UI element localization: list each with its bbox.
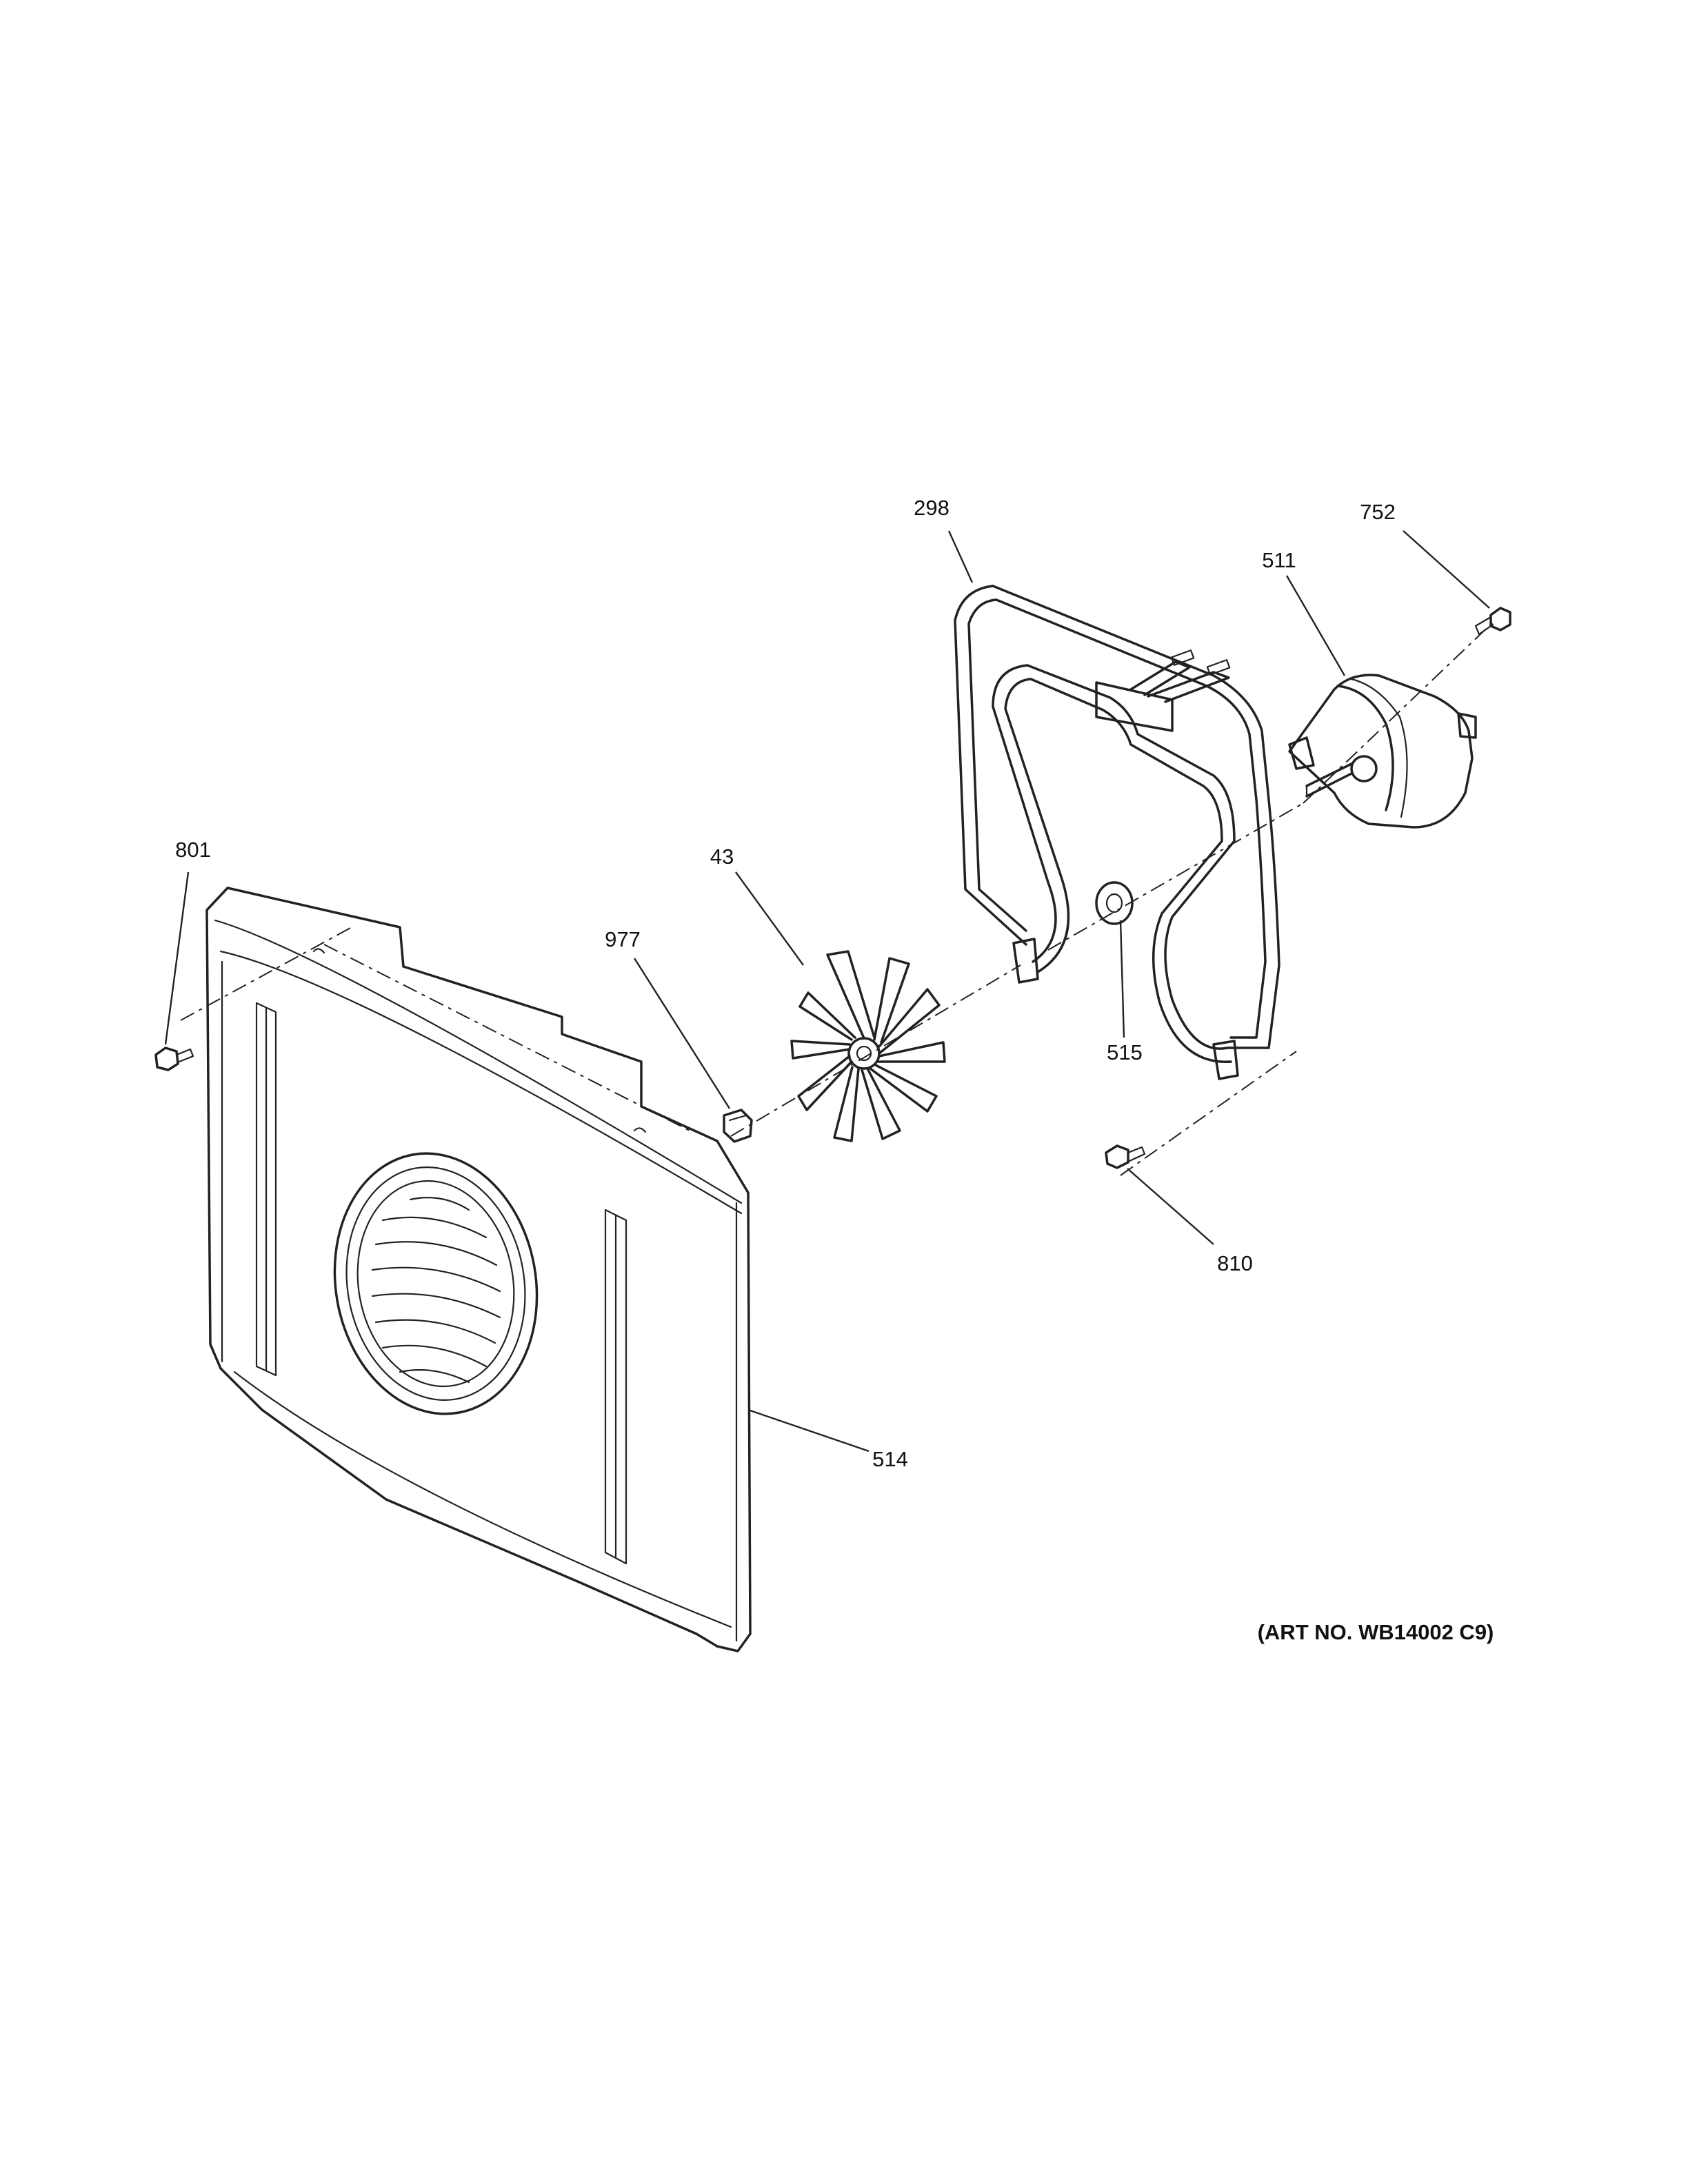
callout-298: 298 [914,496,950,520]
art-number: (ART NO. WB14002 C9) [1258,1620,1494,1644]
callout-514: 514 [872,1447,908,1471]
convection-cover-panel [205,887,752,1652]
callout-511: 511 [1262,548,1296,572]
washer-515 [1095,881,1134,925]
callout-515: 515 [1107,1040,1143,1064]
heating-element [954,585,1280,1080]
callout-801: 801 [175,838,211,862]
convection-motor [1288,674,1477,829]
callout-810: 810 [1217,1251,1253,1275]
assembly-axis-lines [180,618,1497,1176]
screw-810 [1105,1144,1146,1169]
grille-slots [371,1197,501,1384]
callout-752: 752 [1360,500,1396,524]
fan-blade [790,950,946,1142]
callout-977: 977 [605,927,641,951]
callout-43: 43 [710,845,734,869]
nut-977 [723,1109,753,1143]
leader-lines [164,530,1490,1453]
screw-752 [1474,607,1511,636]
screw-801 [154,1046,194,1071]
callout-labels: 298 752 511 801 43 977 515 810 514 [175,496,1396,1471]
